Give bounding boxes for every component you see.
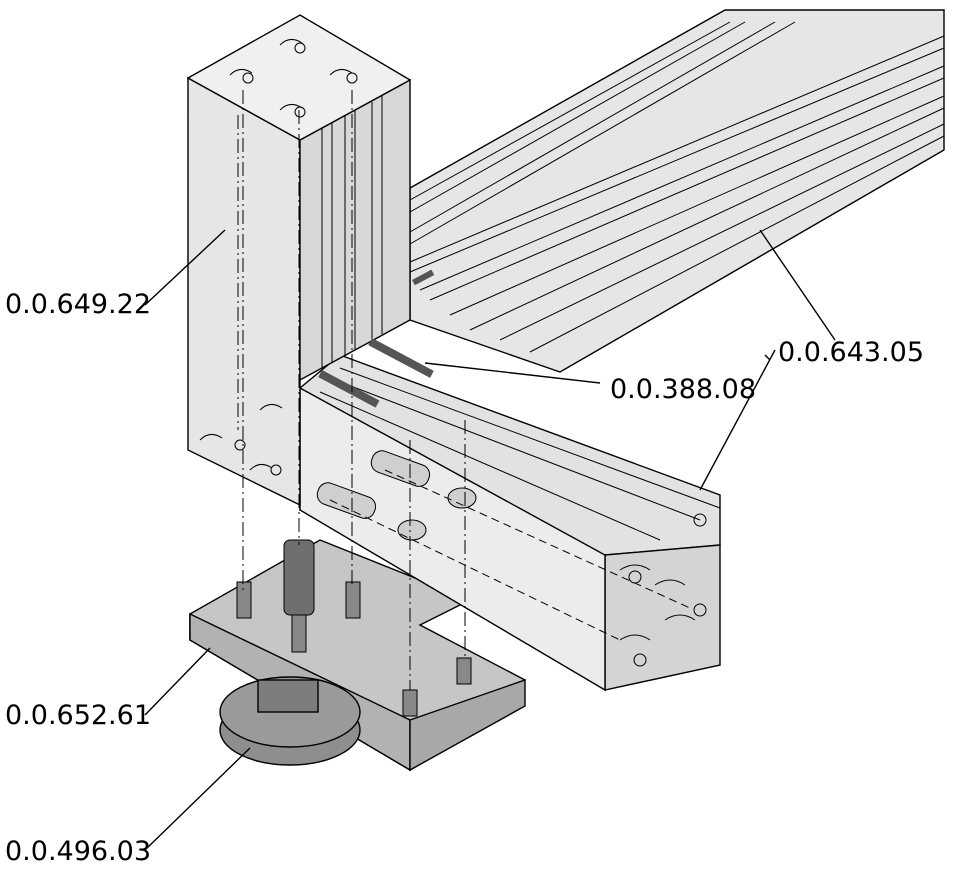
foot [219,676,361,766]
label-fastener: 0.0.388.08 [610,374,756,405]
vertical-profile [186,14,412,507]
leader-lines [144,229,836,851]
label-foot: 0.0.496.03 [5,836,151,867]
centre-lines [237,90,691,690]
fasteners [236,269,477,717]
part-labels: 0.0.649.22 0.0.643.05 0.0.388.08 0.0.652… [5,289,924,867]
label-vertical-profile: 0.0.649.22 [5,289,151,320]
label-base-plate: 0.0.652.61 [5,700,151,731]
horizontal-profile [409,9,945,373]
label-horizontal-profile: 0.0.643.05 [778,337,924,368]
